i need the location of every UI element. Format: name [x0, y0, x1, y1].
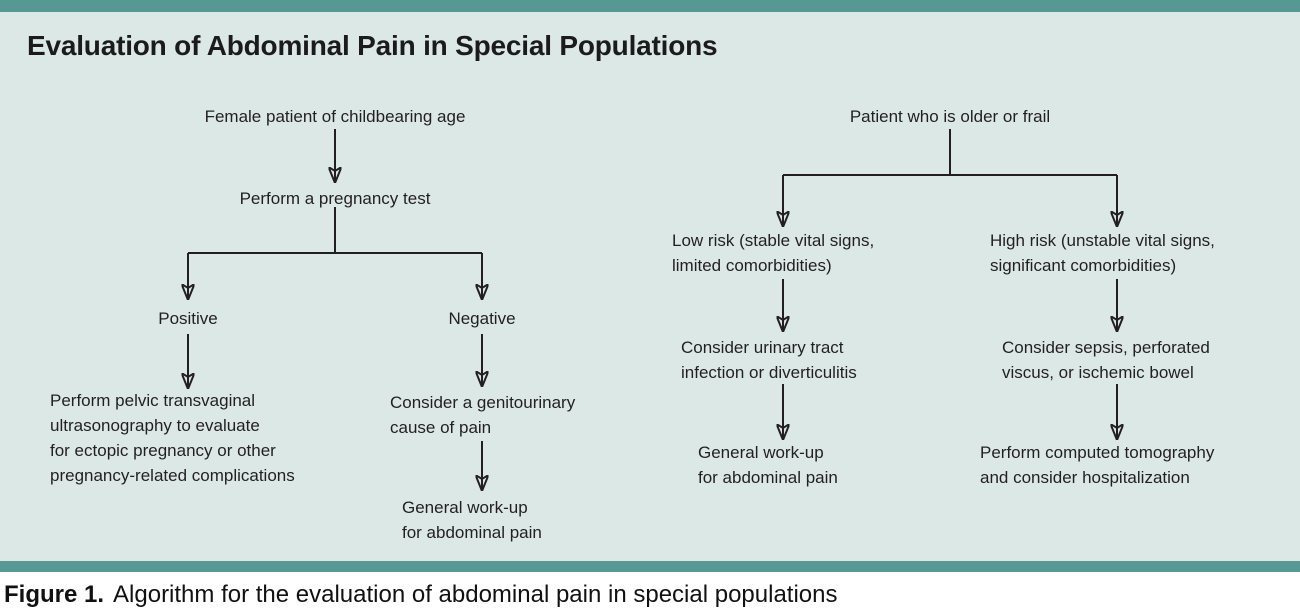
node-positive-label: Positive: [158, 309, 218, 328]
diagram-panel: Evaluation of Abdominal Pain in Special …: [0, 0, 1300, 572]
node-genitourinary-cause: Consider a genitourinary cause of pain: [390, 393, 576, 437]
right-branch-junction: [783, 129, 1117, 176]
node-general-workup-right: General work-up for abdominal pain: [698, 443, 838, 487]
node-general-workup-left: General work-up for abdominal pain: [402, 498, 542, 542]
node-pelvic-ultrasound: Perform pelvic transvaginal ultrasonogra…: [50, 391, 295, 485]
node-low-risk-label: Low risk (stable vital signs, limited co…: [672, 231, 875, 275]
node-urinary-diverticulitis: Consider urinary tract infection or dive…: [681, 338, 857, 382]
top-accent-bar: [0, 0, 1300, 12]
node-female-patient: Female patient of childbearing age: [204, 107, 466, 126]
node-sepsis-ischemia: Consider sepsis, perforated viscus, or i…: [1002, 338, 1210, 382]
node-high-risk-label: High risk (unstable vital signs, signifi…: [990, 231, 1215, 275]
node-pregnancy-test: Perform a pregnancy test: [239, 189, 431, 208]
node-ct-hospitalization: Perform computed tomography and consider…: [980, 443, 1215, 487]
node-negative-label: Negative: [448, 309, 516, 328]
bottom-accent-bar: [0, 561, 1300, 572]
figure-caption: Figure 1.Algorithm for the evaluation of…: [4, 581, 837, 609]
node-older-frail-patient: Patient who is older or frail: [849, 107, 1051, 126]
left-branch-junction: [188, 207, 482, 254]
figure-title: Evaluation of Abdominal Pain in Special …: [27, 30, 718, 61]
